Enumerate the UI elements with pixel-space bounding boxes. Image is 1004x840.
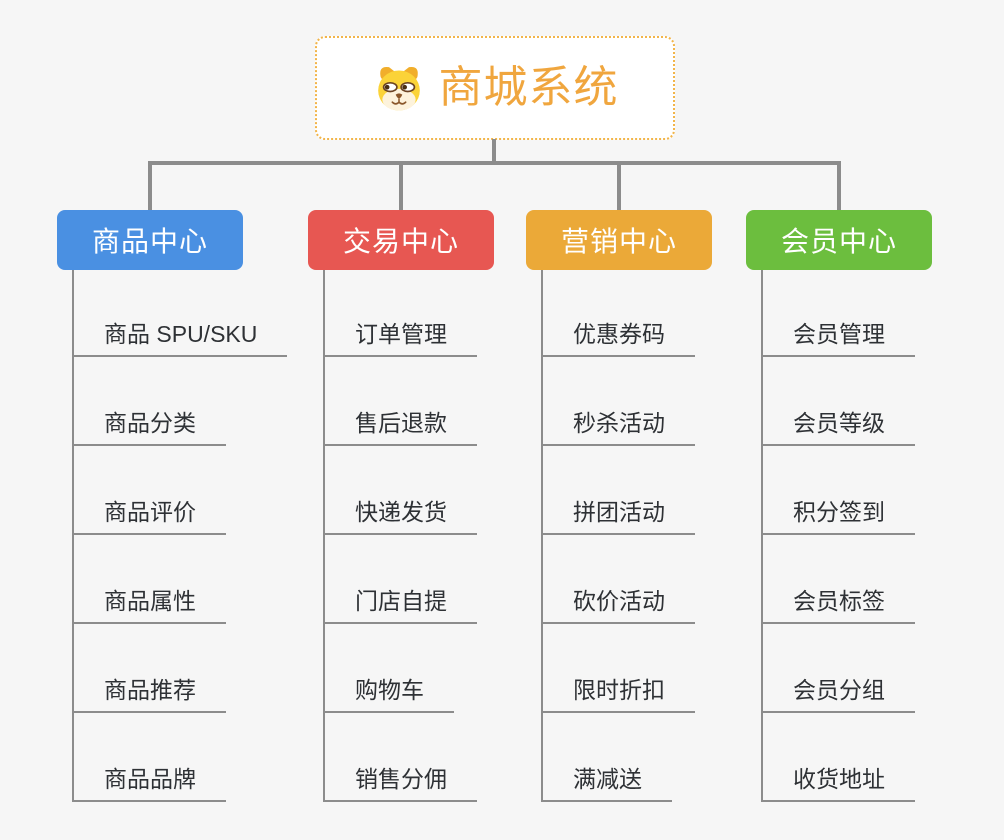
leaf-topic[interactable]: 优惠券码 (541, 317, 695, 357)
leaf-topic[interactable]: 商品品牌 (72, 762, 226, 802)
branch-node[interactable]: 交易中心 (308, 210, 494, 270)
connector-drop-3 (617, 161, 621, 211)
root-connector-stub (492, 139, 496, 163)
connector-horizontal (148, 161, 841, 165)
leaf-topic[interactable]: 满减送 (541, 762, 672, 802)
root-node[interactable]: 商城系统 (315, 36, 675, 140)
connector-drop-2 (399, 161, 403, 211)
leaf-topic[interactable]: 商品评价 (72, 495, 226, 535)
leaf-topic[interactable]: 商品属性 (72, 584, 226, 624)
connector-drop-1 (148, 161, 152, 211)
branch-trunk-line (72, 270, 74, 801)
leaf-topic[interactable]: 秒杀活动 (541, 406, 695, 446)
root-title: 商城系统 (438, 63, 619, 112)
branch-trunk-line (541, 270, 543, 801)
branch-trunk-line (761, 270, 763, 801)
leaf-topic[interactable]: 商品推荐 (72, 673, 226, 713)
leaf-topic[interactable]: 快递发货 (323, 495, 477, 535)
leaf-topic[interactable]: 售后退款 (323, 406, 477, 446)
leaf-topic[interactable]: 积分签到 (761, 495, 915, 535)
branch-node[interactable]: 营销中心 (526, 210, 712, 270)
branch-2: 交易中心 订单管理售后退款快递发货门店自提购物车销售分佣 (308, 210, 548, 810)
leaf-topic[interactable]: 会员管理 (761, 317, 915, 357)
leaf-topic[interactable]: 砍价活动 (541, 584, 695, 624)
leaf-topic[interactable]: 拼团活动 (541, 495, 695, 535)
connector-drop-4 (837, 161, 841, 211)
branch-4: 会员中心 会员管理会员等级积分签到会员标签会员分组收货地址 (746, 210, 986, 810)
leaf-topic[interactable]: 限时折扣 (541, 673, 695, 713)
dog-face-icon (372, 63, 426, 113)
branch-3: 营销中心 优惠券码秒杀活动拼团活动砍价活动限时折扣满减送 (526, 210, 766, 810)
leaf-topic[interactable]: 商品 SPU/SKU (72, 317, 288, 357)
leaf-topic[interactable]: 会员分组 (761, 673, 915, 713)
leaf-topic[interactable]: 订单管理 (323, 317, 477, 357)
branch-trunk-line (323, 270, 325, 801)
leaf-topic[interactable]: 购物车 (323, 673, 454, 713)
leaf-topic[interactable]: 门店自提 (323, 584, 477, 624)
leaf-topic[interactable]: 会员等级 (761, 406, 915, 446)
leaf-topic[interactable]: 商品分类 (72, 406, 226, 446)
branch-node[interactable]: 会员中心 (746, 210, 932, 270)
branch-node[interactable]: 商品中心 (57, 210, 243, 270)
leaf-topic[interactable]: 会员标签 (761, 584, 915, 624)
leaf-topic[interactable]: 销售分佣 (323, 762, 477, 802)
branch-1: 商品中心 商品 SPU/SKU 商品分类商品评价商品属性商品推荐商品品牌 (57, 210, 297, 810)
leaf-topic[interactable]: 收货地址 (761, 762, 915, 802)
